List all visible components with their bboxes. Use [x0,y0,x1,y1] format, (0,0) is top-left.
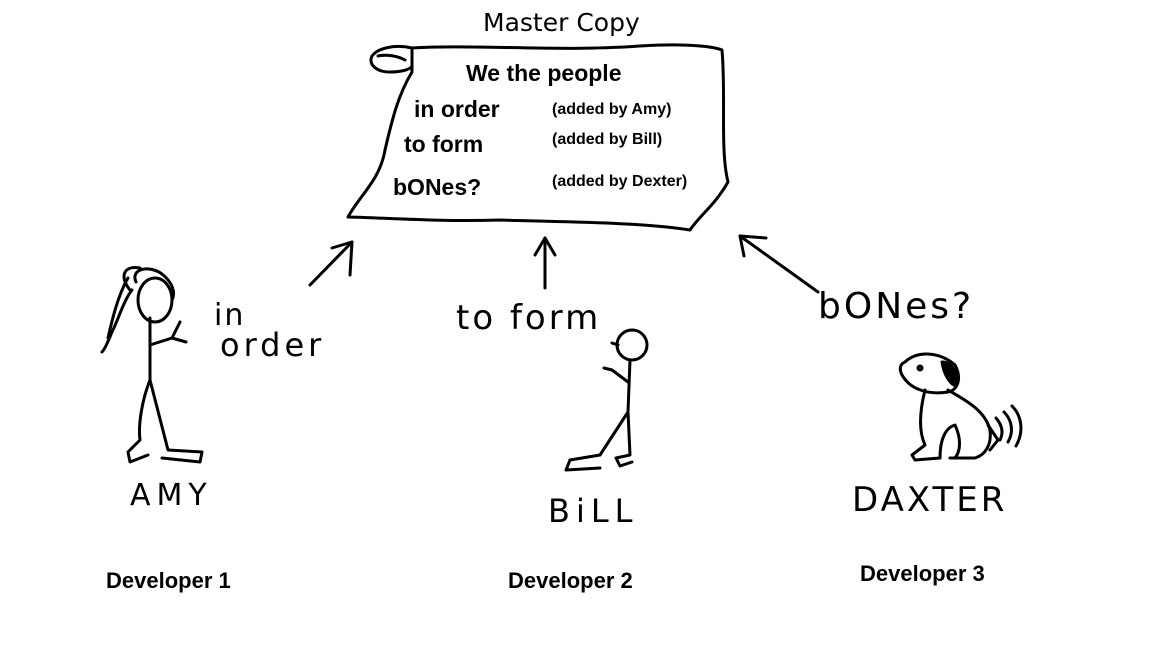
scroll-line-3: to form [404,131,484,157]
developer-1-name: AMY [130,478,213,513]
amy-figure [100,266,204,464]
developer-2-name: BiLL [548,492,639,530]
master-copy-title: Master Copy [483,8,640,37]
scroll-line-2: in order [414,96,500,122]
dexter-dog [898,352,1023,462]
amy-contribution-in: in [214,298,246,333]
scroll-note-3: (added by Bill) [552,131,663,148]
bill-contribution: to form [456,298,602,338]
developer-3-name: DAXTER [852,480,1008,520]
scroll-note-2: (added by Amy) [552,101,672,118]
scroll-note-4: (added by Dexter) [552,173,688,190]
arrow-dexter-to-master [738,234,820,294]
developer-3-label: Developer 3 [860,561,985,586]
arrow-amy-to-master [308,240,354,287]
dexter-contribution: bONes? [818,286,975,327]
developer-2-label: Developer 2 [508,568,633,593]
bill-figure [564,328,649,472]
master-copy-scroll [346,43,730,232]
developer-1-label: Developer 1 [106,568,231,593]
scroll-line-4: bONes? [393,174,482,200]
arrow-bill-to-master [533,236,557,290]
amy-contribution-order: order [220,326,326,364]
scroll-line-1: We the people [466,60,622,86]
